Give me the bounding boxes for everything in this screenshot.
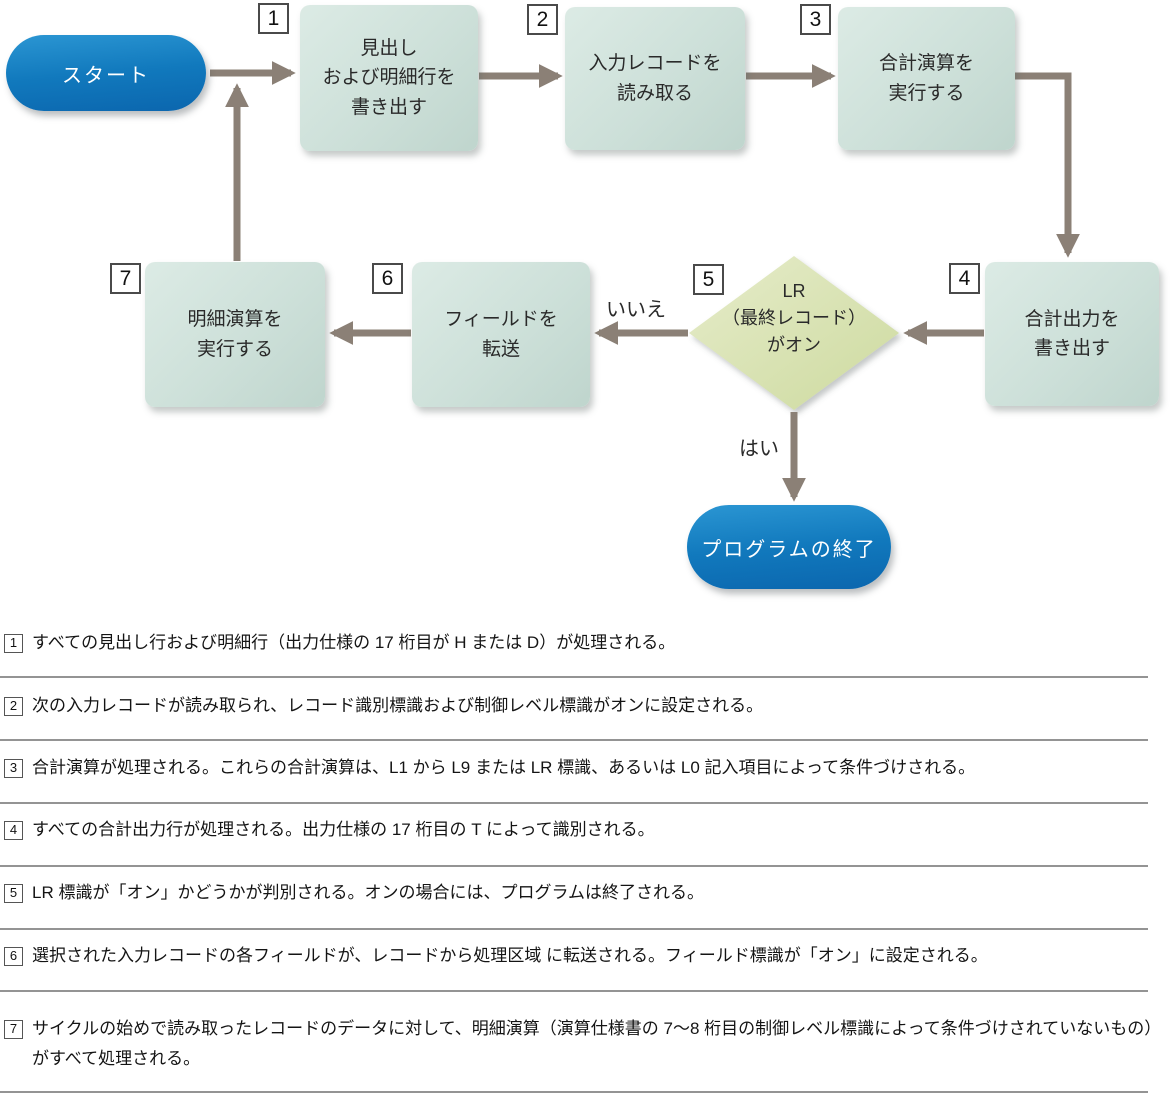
footnote-5-number: 5 xyxy=(4,884,23,903)
end-node: プログラムの終了 xyxy=(687,505,891,589)
footnote-6-number: 6 xyxy=(4,947,23,966)
start-node-label: スタート xyxy=(62,64,150,87)
step5-number-badge: 5 xyxy=(693,264,724,295)
step1-label: 見出し および明細行を 書き出す xyxy=(322,37,456,118)
step7-number-badge: 7 xyxy=(110,263,141,294)
step4-number-badge: 4 xyxy=(949,263,980,294)
footnote-1-number: 1 xyxy=(4,634,23,653)
step2-process-node: 入力レコードを 読み取る xyxy=(565,7,745,150)
footnote-1: 1 すべての見出し行および明細行（出力仕様の 17 桁目が H または D）が処… xyxy=(4,628,1154,658)
step5-number: 5 xyxy=(702,267,715,291)
footnote-5-text: LR 標識が「オン」かどうかが判別される。オンの場合には、プログラムは終了される… xyxy=(32,883,704,902)
step2-label: 入力レコードを 読み取る xyxy=(588,53,722,104)
footnote-4: 4 すべての合計出力行が処理される。出力仕様の 17 桁目の T によって識別さ… xyxy=(4,815,1154,845)
step1-process-node: 見出し および明細行を 書き出す xyxy=(300,5,478,151)
step6-label: フィールドを 転送 xyxy=(444,309,558,360)
step7-number: 7 xyxy=(119,266,132,290)
divider xyxy=(0,865,1148,867)
step7-process-node: 明細演算を 実行する xyxy=(145,262,325,407)
step6-process-node: フィールドを 転送 xyxy=(412,262,590,407)
step3-process-node: 合計演算を 実行する xyxy=(838,7,1015,150)
footnote-4-number: 4 xyxy=(4,821,23,840)
footnote-2-text: 次の入力レコードが読み取られ、レコード識別標識および制御レベル標識がオンに設定さ… xyxy=(32,696,764,715)
step3-number-badge: 3 xyxy=(800,4,831,35)
divider xyxy=(0,676,1148,678)
footnote-5: 5 LR 標識が「オン」かどうかが判別される。オンの場合には、プログラムは終了さ… xyxy=(4,878,1154,908)
start-node: スタート xyxy=(6,35,206,111)
step4-process-node: 合計出力を 書き出す xyxy=(985,262,1159,406)
divider xyxy=(0,739,1148,741)
footnote-7-text: サイクルの始めで読み取ったレコードのデータに対して、明細演算（演算仕様書の 7～… xyxy=(32,1019,1153,1068)
step1-number-badge: 1 xyxy=(258,3,289,34)
step2-number: 2 xyxy=(536,7,549,31)
step3-label: 合計演算を 実行する xyxy=(878,53,974,104)
end-node-label: プログラムの終了 xyxy=(701,538,877,561)
divider xyxy=(0,802,1148,804)
footnote-6-text: 選択された入力レコードの各フィールドが、レコードから処理区域 に転送される。フィ… xyxy=(32,946,988,965)
step7-label: 明細演算を 実行する xyxy=(187,309,283,360)
footnote-3: 3 合計演算が処理される。これらの合計演算は、L1 から L9 または LR 標… xyxy=(4,753,1154,783)
footnote-4-text: すべての合計出力行が処理される。出力仕様の 17 桁目の T によって識別される… xyxy=(32,820,655,839)
footnote-3-number: 3 xyxy=(4,759,23,778)
arrow-step3-to-step4 xyxy=(1015,72,1080,258)
footnote-3-text: 合計演算が処理される。これらの合計演算は、L1 から L9 または LR 標識、… xyxy=(32,758,976,777)
step2-number-badge: 2 xyxy=(527,4,558,35)
footnote-2: 2 次の入力レコードが読み取られ、レコード識別標識および制御レベル標識がオンに設… xyxy=(4,691,1154,721)
step4-label: 合計出力を 書き出す xyxy=(1024,308,1120,359)
step3-number: 3 xyxy=(809,7,822,31)
footnote-6: 6 選択された入力レコードの各フィールドが、レコードから処理区域 に転送される。… xyxy=(4,941,1154,971)
flowchart: スタート 1 見出し および明細行を 書き出す 2 入力レコードを 読み取る 3… xyxy=(6,3,1159,589)
divider xyxy=(0,1091,1148,1093)
footnote-7-number: 7 xyxy=(4,1020,23,1039)
decision-no-label: いいえ xyxy=(606,299,666,321)
divider xyxy=(0,928,1148,930)
step1-number: 1 xyxy=(267,6,280,30)
divider xyxy=(0,990,1148,992)
step6-number-badge: 6 xyxy=(372,263,403,294)
footnote-2-number: 2 xyxy=(4,697,23,716)
step6-number: 6 xyxy=(381,266,394,290)
step4-number: 4 xyxy=(958,266,971,290)
footnote-1-text: すべての見出し行および明細行（出力仕様の 17 桁目が H または D）が処理さ… xyxy=(32,633,676,652)
decision-yes-label: はい xyxy=(739,438,779,460)
footnote-7: 7 サイクルの始めで読み取ったレコードのデータに対して、明細演算（演算仕様書の … xyxy=(4,1014,1154,1074)
decision-node-label: LR （最終レコード） がオン xyxy=(722,281,866,355)
